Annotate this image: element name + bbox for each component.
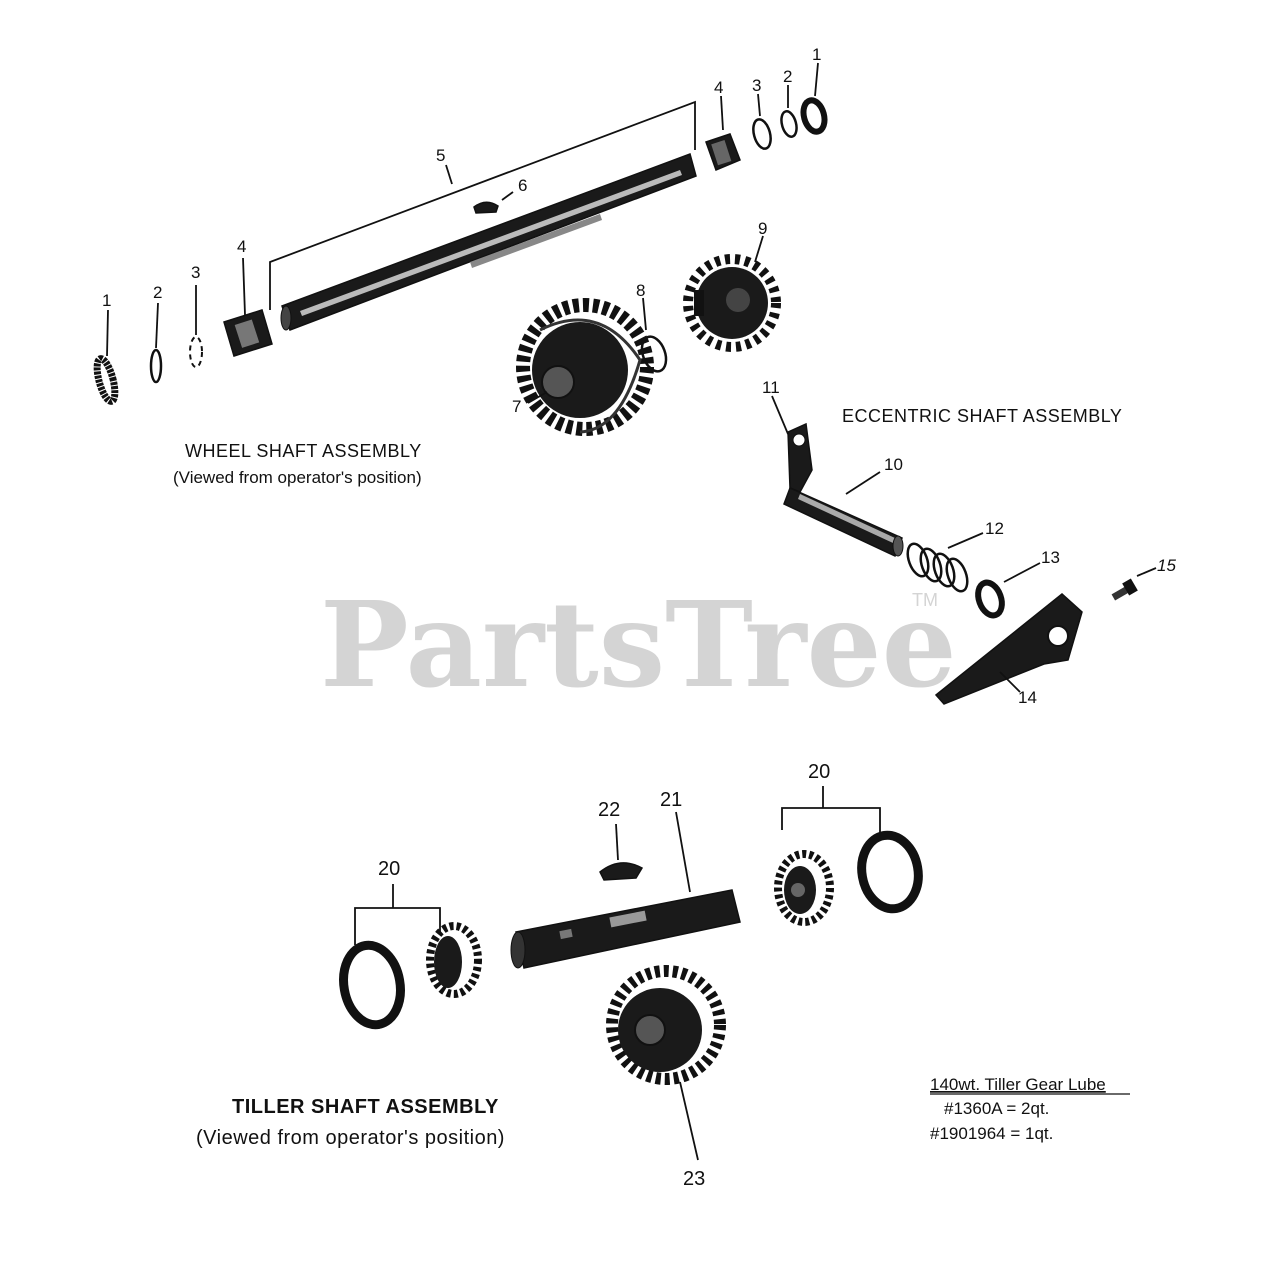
leader-l1 [106,309,109,357]
callout-21: 21 [660,789,682,811]
callout-6: 6 [518,176,527,195]
tiller-shaft-assembly: 20 20 21 22 23 TILLER SHAFT ASSEMBLY (Vi… [196,761,923,1190]
leader-23 [679,1081,699,1161]
leader-9 [754,235,764,263]
leader-14 [999,671,1021,693]
lube-note-heading: 140wt. Tiller Gear Lube [930,1075,1106,1094]
callout-l4: 4 [237,237,246,256]
ring-right-part-3 [752,118,772,150]
bearing-right-part-4 [705,133,741,171]
key-part-6 [473,201,499,214]
callout-7: 7 [512,397,521,416]
callout-23: 23 [683,1168,705,1190]
bolt-part-15 [1111,578,1138,601]
callout-20-left: 20 [378,858,400,880]
bracket-20-left [354,907,441,945]
callout-22: 22 [598,799,620,821]
leader-10 [845,471,881,495]
bearing-left-part-4 [223,309,273,357]
callout-l3: 3 [191,263,200,282]
ring-right-part-2 [780,110,798,138]
callout-10: 10 [884,455,903,474]
gear-part-7 [516,298,654,436]
leader-l4 [242,257,246,316]
gear-part-23 [606,965,726,1085]
callout-15: 15 [1157,556,1176,575]
leader-r3 [757,93,761,117]
watermark-text: PartsTree [320,575,957,714]
bearing-cone-left-part-20 [426,922,482,998]
leader-r1 [814,62,819,97]
ring-left-part-3 [189,336,203,368]
spring-part-12 [906,542,969,593]
callout-r1: 1 [812,45,821,64]
callout-13: 13 [1041,548,1060,567]
ring-part-8 [640,335,668,373]
gear-part-9 [683,254,781,352]
leader-22 [615,823,619,861]
bearing-cone-right-part-20 [774,850,834,926]
leader-5 [445,164,453,185]
lever-part-14 [934,593,1083,705]
leader-7 [527,391,548,404]
callout-r4: 4 [714,78,723,97]
lube-note-line2: #1901964 = 1qt. [930,1124,1053,1143]
tiller-shaft-title: TILLER SHAFT ASSEMBLY [232,1096,499,1118]
callout-9: 9 [758,219,767,238]
leader-r4 [720,95,724,131]
callout-r3: 3 [752,76,761,95]
callout-20-right: 20 [808,761,830,783]
tiller-shaft-subtitle: (Viewed from operator's position) [196,1127,505,1149]
bearing-cup-left-part-20 [339,940,405,1030]
callout-l1: 1 [102,291,111,310]
leader-15 [1136,567,1157,577]
key-part-22 [599,862,644,881]
wheel-shaft-title: WHEEL SHAFT ASSEMBLY [185,441,422,461]
callout-r2: 2 [783,67,792,86]
lube-note: 140wt. Tiller Gear Lube #1360A = 2qt. #1… [930,1075,1130,1143]
wheel-shaft-subtitle: (Viewed from operator's position) [173,468,422,487]
bracket-line-5 [269,100,696,310]
callout-8: 8 [636,281,645,300]
seal-left-part-1 [93,355,119,405]
leader-11 [771,395,789,435]
tiller-shaft-part-21 [510,889,741,969]
washer-part-13 [975,579,1005,619]
leader-l2 [155,302,159,349]
eccentric-shaft-assembly: ECCENTRIC SHAFT ASSEMBLY [762,378,1176,707]
callout-5: 5 [436,146,445,165]
callout-14: 14 [1018,688,1037,707]
arm-part-11 [787,422,813,493]
leader-6 [501,191,514,201]
eccentric-shaft-title: ECCENTRIC SHAFT ASSEMBLY [842,406,1122,426]
callout-12: 12 [985,519,1004,538]
bracket-20-right [781,807,881,838]
lube-note-line1: #1360A = 2qt. [944,1099,1049,1118]
callout-l2: 2 [153,283,162,302]
wheel-shaft-part [280,153,697,331]
seal-right-part-1 [800,97,828,135]
bearing-cup-right-part-20 [857,830,923,914]
ring-left-part-2 [149,348,163,384]
leader-12 [947,532,984,549]
wheel-shaft-assembly: 1 2 3 4 5 6 7 8 9 4 3 2 1 WHEEL SHAFT AS… [93,45,828,487]
leader-8 [642,297,647,331]
leader-13 [1003,562,1041,583]
eccentric-shaft-part-10 [783,486,904,558]
watermark-tm: TM [912,590,938,610]
callout-11: 11 [762,378,780,397]
leader-21 [675,811,691,893]
